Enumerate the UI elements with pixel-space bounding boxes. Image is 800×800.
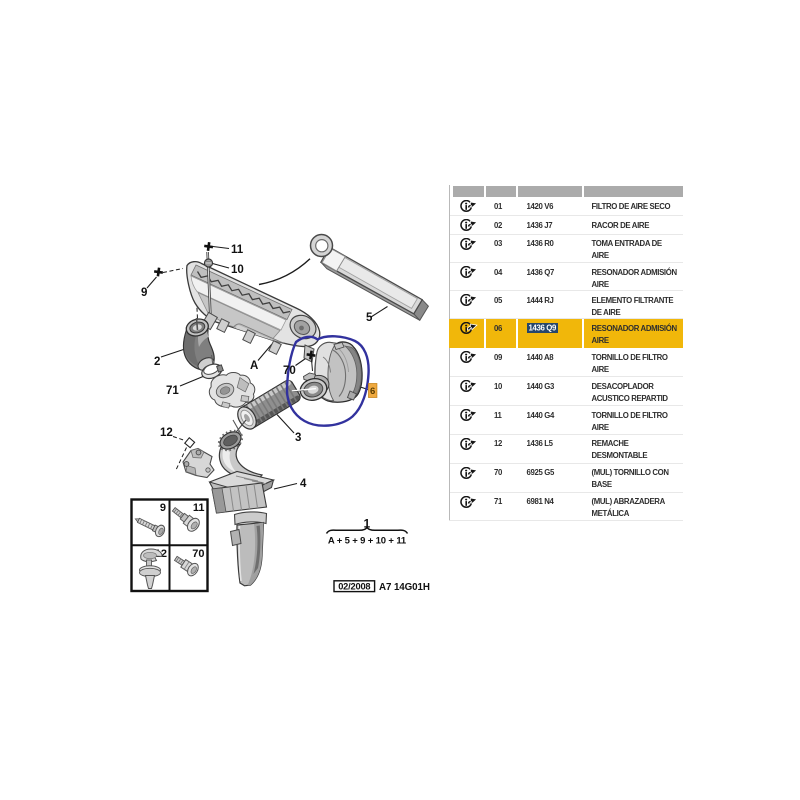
svg-text:71: 71 — [166, 385, 179, 397]
svg-text:11: 11 — [193, 502, 205, 514]
svg-text:3: 3 — [295, 432, 301, 444]
svg-text:12: 12 — [160, 427, 173, 439]
svg-text:6: 6 — [370, 386, 375, 397]
svg-text:1: 1 — [364, 517, 371, 531]
svg-text:4: 4 — [300, 478, 307, 490]
svg-text:70: 70 — [192, 548, 204, 560]
svg-text:2: 2 — [154, 356, 160, 368]
svg-text:9: 9 — [141, 287, 147, 299]
svg-text:02/2008: 02/2008 — [338, 582, 370, 592]
svg-text:A7 14G01H: A7 14G01H — [379, 582, 430, 593]
svg-text:A: A — [250, 360, 258, 372]
svg-text:9: 9 — [160, 502, 166, 514]
svg-text:11: 11 — [231, 244, 244, 256]
svg-text:A + 5 + 9 + 10 + 11: A + 5 + 9 + 10 + 11 — [328, 536, 407, 547]
svg-text:70: 70 — [283, 365, 296, 377]
svg-text:5: 5 — [366, 312, 373, 324]
svg-text:10: 10 — [231, 264, 244, 276]
